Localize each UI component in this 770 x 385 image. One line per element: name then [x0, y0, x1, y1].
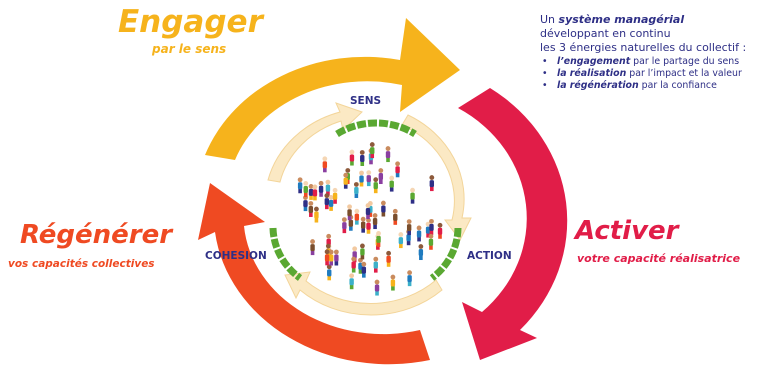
person-figure: [376, 231, 381, 247]
person-figure: [373, 177, 379, 194]
person-figure: [353, 182, 359, 198]
bullet-dot: •: [542, 56, 548, 67]
action-arc: [429, 227, 462, 281]
person-figure: [297, 177, 303, 194]
engager-title: Engager: [118, 4, 263, 40]
bullet-dot: •: [542, 80, 548, 91]
person-figure: [360, 243, 365, 260]
pillar-sens-label: SENS: [350, 95, 382, 107]
activer-subtitle: votre capacité réalisatrice: [577, 252, 741, 265]
person-figure: [398, 232, 404, 249]
person-figure: [351, 256, 357, 273]
person-figure: [349, 149, 355, 166]
pillar-action-label: ACTION: [467, 250, 512, 262]
bullet-item: •la réalisation par l’impact et la valeu…: [542, 68, 742, 79]
person-figure: [395, 161, 400, 178]
person-figure: [374, 279, 380, 296]
person-figure: [308, 183, 314, 200]
sens-arc: [335, 119, 417, 138]
person-figure: [366, 170, 372, 187]
person-figure: [312, 184, 318, 201]
person-figure: [343, 172, 349, 189]
person-figure: [369, 142, 375, 159]
person-figure: [308, 201, 314, 217]
person-figure: [428, 233, 434, 250]
person-figure: [324, 249, 330, 266]
person-figure: [341, 217, 347, 234]
person-figure: [359, 150, 365, 166]
person-figure: [322, 156, 328, 173]
activer-arrow: [458, 88, 568, 360]
person-figure: [392, 208, 398, 225]
person-figure: [347, 204, 352, 221]
person-figure: [359, 170, 364, 187]
person-figure: [328, 194, 334, 211]
person-figure: [410, 187, 415, 204]
person-figure: [372, 213, 378, 230]
bullet-item: •l’engagement par le partage du sens: [542, 56, 740, 67]
person-figure: [349, 273, 355, 290]
regenerer-subtitle: vos capacités collectives: [8, 258, 155, 270]
person-figure: [385, 146, 391, 163]
person-figure: [373, 256, 379, 273]
regenerer-title: Régénérer: [20, 220, 173, 250]
person-figure: [328, 249, 334, 266]
person-figure: [303, 181, 309, 197]
inner-arrow-top: [267, 102, 363, 183]
person-figure: [360, 216, 366, 233]
inner-arrow-bottom: [284, 271, 443, 316]
activer-title: Activer: [575, 216, 679, 246]
person-figure: [406, 219, 412, 236]
person-figure: [303, 195, 308, 212]
person-figure: [437, 222, 443, 239]
pillar-cohesion-label: COHESION: [205, 250, 267, 262]
person-figure: [325, 179, 331, 196]
person-figure: [389, 175, 395, 192]
description-line-3: les 3 énergies naturelles du collectif :: [540, 41, 747, 54]
person-figure: [380, 200, 386, 217]
person-figure: [386, 250, 392, 267]
person-figure: [310, 239, 315, 256]
person-figure: [429, 218, 434, 235]
regenerer-arrow: [198, 183, 430, 365]
engager-arrow: [205, 18, 460, 160]
person-figure: [425, 221, 431, 238]
person-figure: [429, 175, 435, 192]
person-figure: [366, 217, 371, 234]
bullet-dot: •: [542, 68, 548, 79]
engager-subtitle: par le sens: [152, 42, 227, 56]
description-block: Un système managérial développant en con…: [540, 13, 768, 92]
person-figure: [416, 225, 422, 242]
person-figure: [418, 244, 424, 261]
person-figure: [326, 264, 332, 281]
person-figure: [354, 208, 360, 225]
person-figure: [407, 270, 413, 287]
person-figure: [365, 203, 371, 220]
description-emphasis: système managérial: [558, 13, 685, 26]
people-crowd-icon: [297, 142, 443, 296]
person-figure: [324, 193, 330, 210]
person-figure: [314, 206, 319, 223]
person-figure: [332, 187, 338, 204]
person-figure: [361, 261, 367, 278]
description-line-2: développant en continu: [540, 27, 671, 40]
person-figure: [390, 274, 396, 291]
person-figure: [378, 168, 384, 185]
description-line-1: Un système managérial: [540, 13, 685, 26]
description-bullets: •l’engagement par le partage du sens •la…: [540, 56, 768, 92]
person-figure: [333, 249, 339, 266]
person-figure: [318, 180, 324, 197]
cohesion-arc: [269, 227, 303, 281]
bullet-item: •la régénération par la confiance: [542, 80, 717, 91]
